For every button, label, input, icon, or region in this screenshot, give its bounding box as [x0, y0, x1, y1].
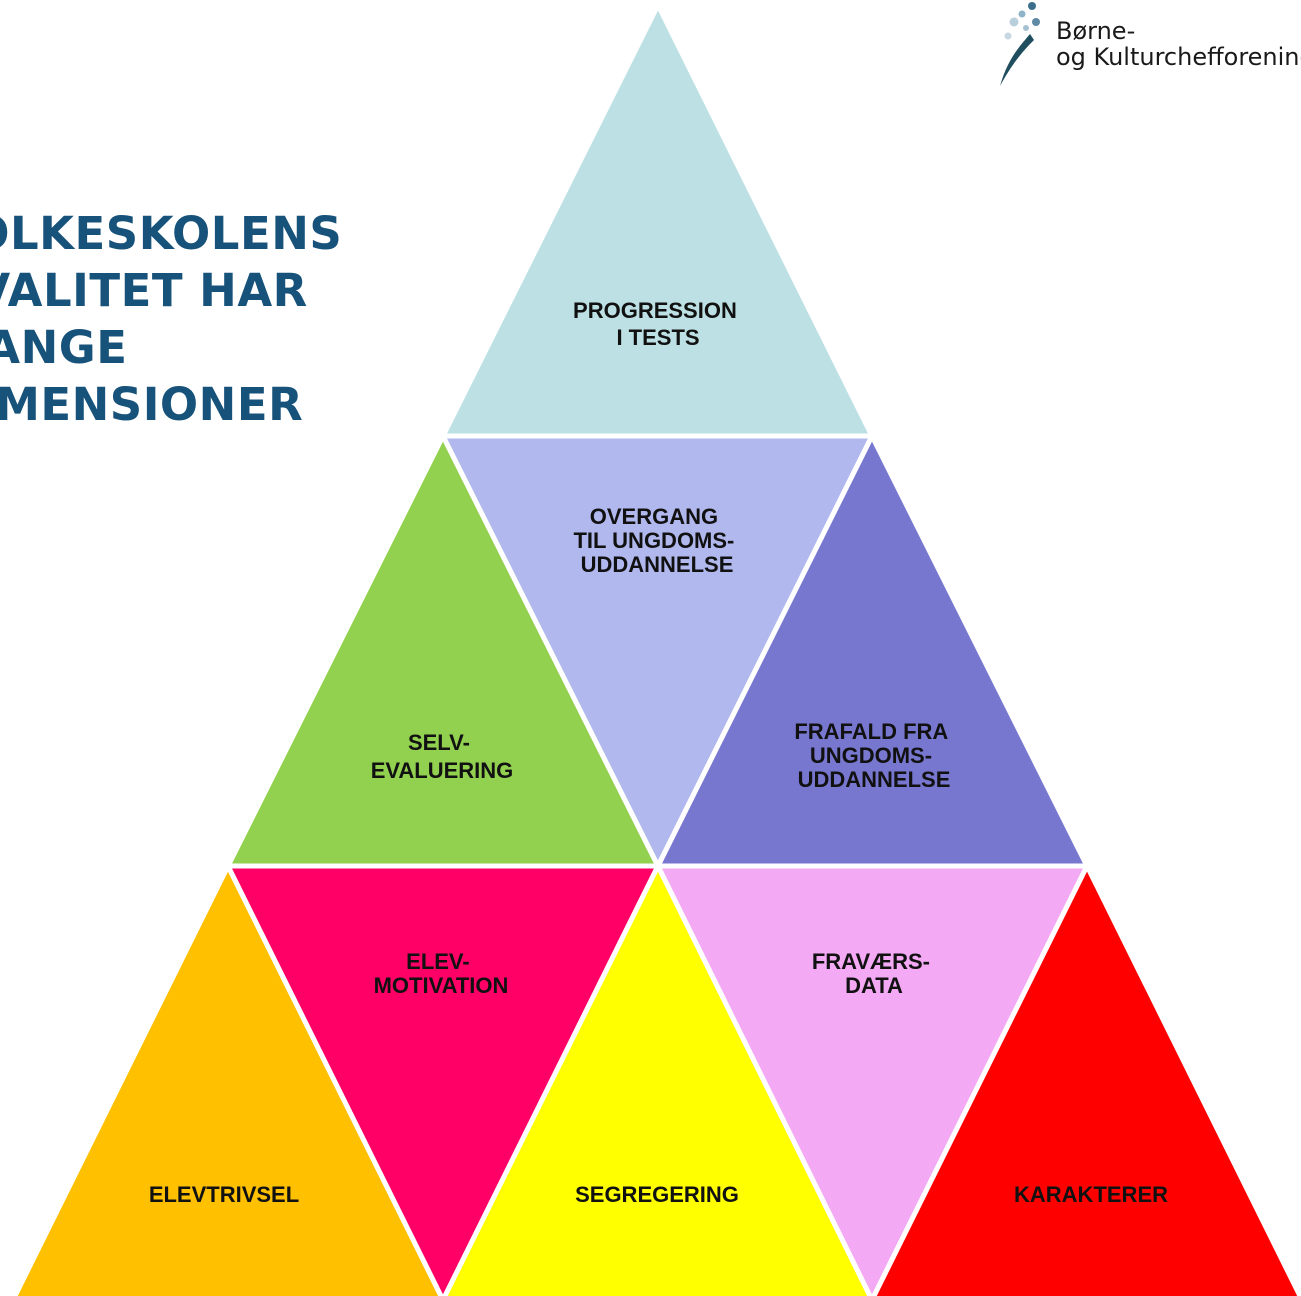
- tile-frafald-label: FRAFALD FRA UNGDOMS- UDDANNELSE: [794, 719, 953, 792]
- tile-frafald: FRAFALD FRA UNGDOMS- UDDANNELSE: [653, 430, 1092, 869]
- tile-progression: PROGRESSION I TESTS: [438, 0, 877, 439]
- heading-line: DIMENSIONER: [0, 378, 304, 431]
- tile-selvevaluering-label: SELV- EVALUERING: [371, 730, 514, 783]
- tile-segregering-label: SEGREGERING: [575, 1182, 739, 1207]
- organization-logo: Børne- og Kulturchefforening: [990, 0, 1301, 92]
- logo-mark-icon: [1000, 2, 1040, 86]
- tile-karakterer: KARAKTERER: [871, 860, 1301, 1296]
- heading-line: MANGE: [0, 321, 128, 374]
- tile-elevmotivation-label: ELEV- MOTIVATION: [374, 949, 509, 998]
- tile-progression-shape: [438, 0, 877, 439]
- tile-karakterer-label: KARAKTERER: [1014, 1182, 1168, 1207]
- heading-line: KVALITET HAR: [0, 264, 308, 317]
- logo-text-line: Børne-: [1056, 17, 1136, 45]
- tile-overgang-label: OVERGANG TIL UNGDOMS- UDDANNELSE: [573, 504, 740, 577]
- page-heading: FOLKESKOLENS KVALITET HAR MANGE DIMENSIO…: [0, 205, 342, 433]
- heading-line: FOLKESKOLENS: [0, 207, 343, 260]
- logo-text: Børne- og Kulturchefforening: [1056, 18, 1301, 70]
- logo-text-line: og Kulturchefforening: [1056, 43, 1301, 71]
- tile-fravaersdata-label: FRAVÆRS- DATA: [812, 949, 936, 998]
- tile-elevtrivsel-label: ELEVTRIVSEL: [149, 1182, 299, 1207]
- tile-progression-label: PROGRESSION I TESTS: [573, 298, 743, 350]
- tile-karakterer-shape: [871, 860, 1301, 1296]
